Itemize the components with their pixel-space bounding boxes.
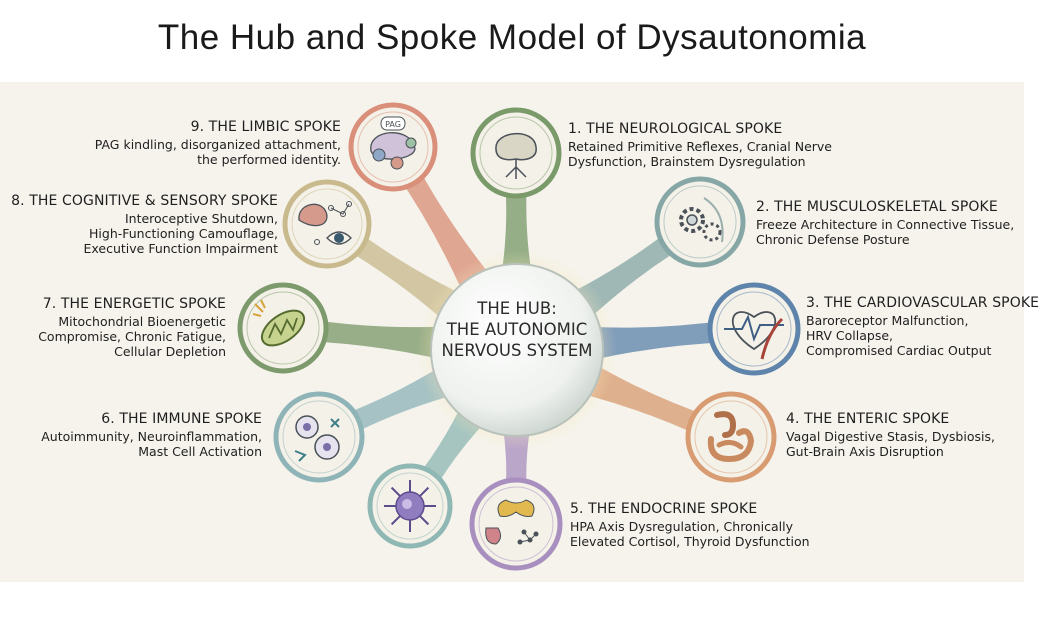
- mitochondria-icon: [237, 282, 329, 374]
- hub-spoke-graphic: PAG: [237, 102, 801, 571]
- spoke-3-desc: Baroreceptor Malfunction, HRV Collapse, …: [806, 313, 992, 358]
- spoke-2-title: 2. THE MUSCULOSKELETAL SPOKE: [756, 199, 998, 215]
- spoke-1-title: 1. THE NEUROLOGICAL SPOKE: [568, 121, 783, 137]
- hub-label: THE HUB: THE AUTONOMIC NERVOUS SYSTEM: [441, 299, 593, 360]
- spoke-6-text: 6. THE IMMUNE SPOKE Autoimmunity, Neuroi…: [41, 411, 262, 460]
- spoke-2-text: 2. THE MUSCULOSKELETAL SPOKE Freeze Arch…: [756, 199, 1015, 248]
- spoke-4-title: 4. THE ENTERIC SPOKE: [786, 411, 950, 427]
- spoke-7-desc: Mitochondrial Bioenergetic Compromise, C…: [38, 314, 226, 359]
- page-title: The Hub and Spoke Model of Dysautonomia: [157, 18, 867, 57]
- heart-ecg-icon: [707, 282, 801, 376]
- gears-icon: [654, 176, 746, 268]
- spoke-6-title: 6. THE IMMUNE SPOKE: [101, 411, 262, 427]
- immune-cells-icon: [273, 391, 365, 483]
- spoke-7-title: 7. THE ENERGETIC SPOKE: [42, 296, 226, 312]
- spoke-1-text: 1. THE NEUROLOGICAL SPOKE Retained Primi…: [568, 121, 833, 170]
- spoke-9-desc: PAG kindling, disorganized attachment, t…: [94, 137, 341, 167]
- spoke-7-text: 7. THE ENERGETIC SPOKE Mitochondrial Bio…: [38, 296, 226, 360]
- spoke-8-text: 8. THE COGNITIVE & SENSORY SPOKE Interoc…: [11, 193, 278, 257]
- pag-badge-label: PAG: [385, 120, 401, 129]
- spoke-8-title: 8. THE COGNITIVE & SENSORY SPOKE: [11, 193, 278, 209]
- spoke-8-desc: Interoceptive Shutdown, High-Functioning…: [83, 211, 278, 256]
- spoke-5-text: 5. THE ENDOCRINE SPOKE HPA Axis Dysregul…: [570, 501, 810, 550]
- intestine-icon: [685, 391, 777, 483]
- limbic-icon: PAG: [348, 102, 438, 192]
- spoke-4-text: 4. THE ENTERIC SPOKE Vagal Digestive Sta…: [786, 411, 995, 460]
- spoke-2-desc: Freeze Architecture in Connective Tissue…: [756, 217, 1015, 247]
- spoke-6-desc: Autoimmunity, Neuroinflammation, Mast Ce…: [41, 429, 262, 459]
- spoke-1-desc: Retained Primitive Reflexes, Cranial Ner…: [568, 139, 833, 169]
- spoke-5-title: 5. THE ENDOCRINE SPOKE: [570, 501, 758, 517]
- spoke-3-title: 3. THE CARDIOVASCULAR SPOKE: [806, 295, 1039, 311]
- spoke-3-text: 3. THE CARDIOVASCULAR SPOKE Baroreceptor…: [806, 295, 1039, 359]
- cell-icon: [367, 463, 453, 549]
- hub-circle: [430, 263, 604, 437]
- thyroid-icon: [469, 477, 563, 571]
- spoke-4-desc: Vagal Digestive Stasis, Dysbiosis, Gut-B…: [786, 429, 995, 459]
- diagram-canvas: PAG THE HUB: THE AUTONOMIC NERVOUS SYSTE…: [0, 82, 1039, 582]
- brain-nerve-icon: [470, 107, 562, 199]
- spoke-9-text: 9. THE LIMBIC SPOKE PAG kindling, disorg…: [94, 119, 341, 168]
- spoke-5-desc: HPA Axis Dysregulation, Chronically Elev…: [570, 519, 810, 549]
- spoke-9-title: 9. THE LIMBIC SPOKE: [190, 119, 341, 135]
- brain-eye-icon: [282, 179, 372, 269]
